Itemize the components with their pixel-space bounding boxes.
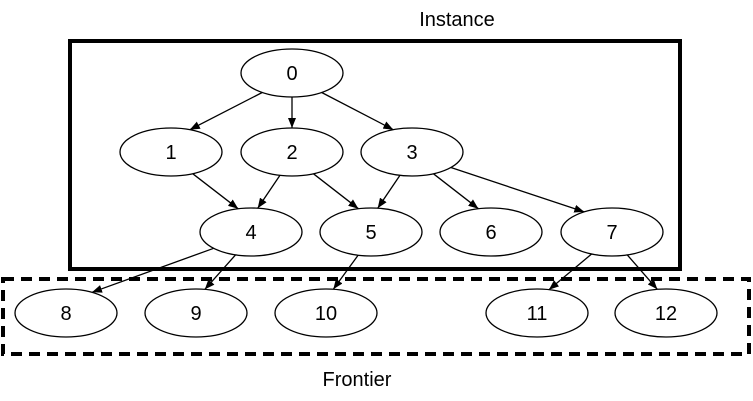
instance-group-box <box>68 39 682 271</box>
node-3: 3 <box>360 127 464 177</box>
edge-arrow-0-1 <box>189 91 263 131</box>
node-0: 0 <box>240 48 344 98</box>
node-label: 8 <box>60 303 71 325</box>
node-ellipse <box>274 288 378 338</box>
node-10: 10 <box>274 288 378 338</box>
edge-layer <box>91 91 658 293</box>
instance-group-label: Instance <box>419 9 495 31</box>
node-ellipse <box>240 127 344 177</box>
node-ellipse <box>319 207 423 257</box>
edge-arrow-7-11 <box>548 253 593 291</box>
node-ellipse <box>14 288 118 338</box>
node-ellipse <box>485 288 589 338</box>
node-ellipse <box>199 207 303 257</box>
node-8: 8 <box>14 288 118 338</box>
node-label: 3 <box>406 142 417 164</box>
edge-arrow-2-5 <box>313 173 359 210</box>
edge-arrow-4-9 <box>204 254 236 290</box>
node-12: 12 <box>614 288 718 338</box>
edge-arrow-3-7 <box>450 166 585 213</box>
node-label: 7 <box>606 222 617 244</box>
node-4: 4 <box>199 207 303 257</box>
edge-arrow-1-4 <box>192 173 239 210</box>
node-ellipse <box>360 127 464 177</box>
node-label: 0 <box>286 63 297 85</box>
edge-arrow-0-3 <box>321 91 394 131</box>
node-label: 10 <box>315 303 337 325</box>
node-label: 5 <box>365 222 376 244</box>
node-6: 6 <box>439 207 543 257</box>
node-ellipse <box>560 207 664 257</box>
node-7: 7 <box>560 207 664 257</box>
node-label: 2 <box>286 142 297 164</box>
edge-arrow-3-6 <box>433 173 479 210</box>
edge-arrow-5-10 <box>332 254 359 290</box>
frontier-group-label: Frontier <box>323 369 392 391</box>
edge-arrow-3-5 <box>377 174 401 209</box>
node-label: 4 <box>245 222 256 244</box>
node-label: 12 <box>655 303 677 325</box>
node-ellipse <box>144 288 248 338</box>
node-9: 9 <box>144 288 248 338</box>
node-ellipse <box>240 48 344 98</box>
node-1: 1 <box>119 127 223 177</box>
edge-arrow-2-4 <box>257 174 281 209</box>
node-label: 9 <box>190 303 201 325</box>
node-label: 1 <box>165 142 176 164</box>
node-ellipse <box>119 127 223 177</box>
frontier-group-box <box>1 277 751 356</box>
edge-arrow-4-8 <box>91 247 214 293</box>
edge-arrow-7-12 <box>626 254 658 290</box>
node-ellipse <box>614 288 718 338</box>
node-5: 5 <box>319 207 423 257</box>
node-2: 2 <box>240 127 344 177</box>
node-label: 6 <box>485 222 496 244</box>
node-label: 11 <box>527 303 548 325</box>
node-ellipse <box>439 207 543 257</box>
node-11: 11 <box>485 288 589 338</box>
